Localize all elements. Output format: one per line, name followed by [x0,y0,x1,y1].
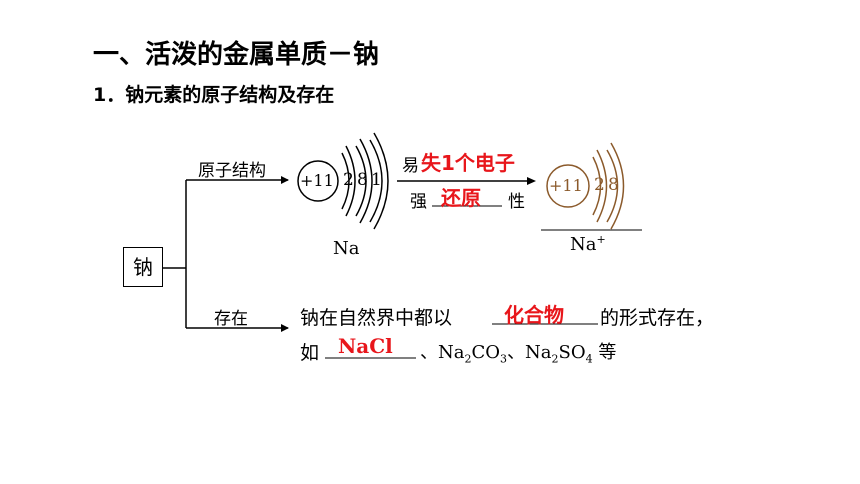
answer-compound: 化合物 [504,303,564,327]
na-nucleus-label: +11 [300,171,334,190]
branch-label-structure: 原子结构 [198,161,266,181]
na-ion-model [546,142,625,230]
answer-nacl: NaCl [338,334,393,358]
section-subtitle: 1．钠元素的原子结构及存在 [93,84,335,106]
existence-text-1: 钠在自然界中都以 [300,307,453,329]
sodium-box: 钠 [123,247,163,287]
na-shell-1: 2 [343,170,354,190]
ion-shell-2: 8 [608,175,619,195]
answer-lose-electron: 失1个电子 [421,151,515,175]
na-atom-model [297,132,389,230]
arrow-bottom-prefix: 强 [410,192,427,212]
answer-reducing: 还原 [441,186,481,210]
page-title: 一、活泼的金属单质－钠 [93,40,380,70]
existence-compounds: 、Na2CO3、Na2SO4 等 [420,342,617,366]
ion-nucleus-label: +11 [549,176,583,195]
arrow-bottom-suffix: 性 [508,192,525,212]
existence-text-2: 的形式存在， [600,307,715,329]
na-shell-3: 1 [371,170,382,190]
branch-label-existence: 存在 [214,309,248,329]
na-ion-label: Na+ [570,233,606,255]
arrow-top-prefix: 易 [402,156,419,176]
ion-shell-1: 2 [594,175,605,195]
existence-text-3: 如 [300,342,320,364]
na-atom-label: Na [333,238,360,259]
na-shell-2: 8 [357,170,368,190]
